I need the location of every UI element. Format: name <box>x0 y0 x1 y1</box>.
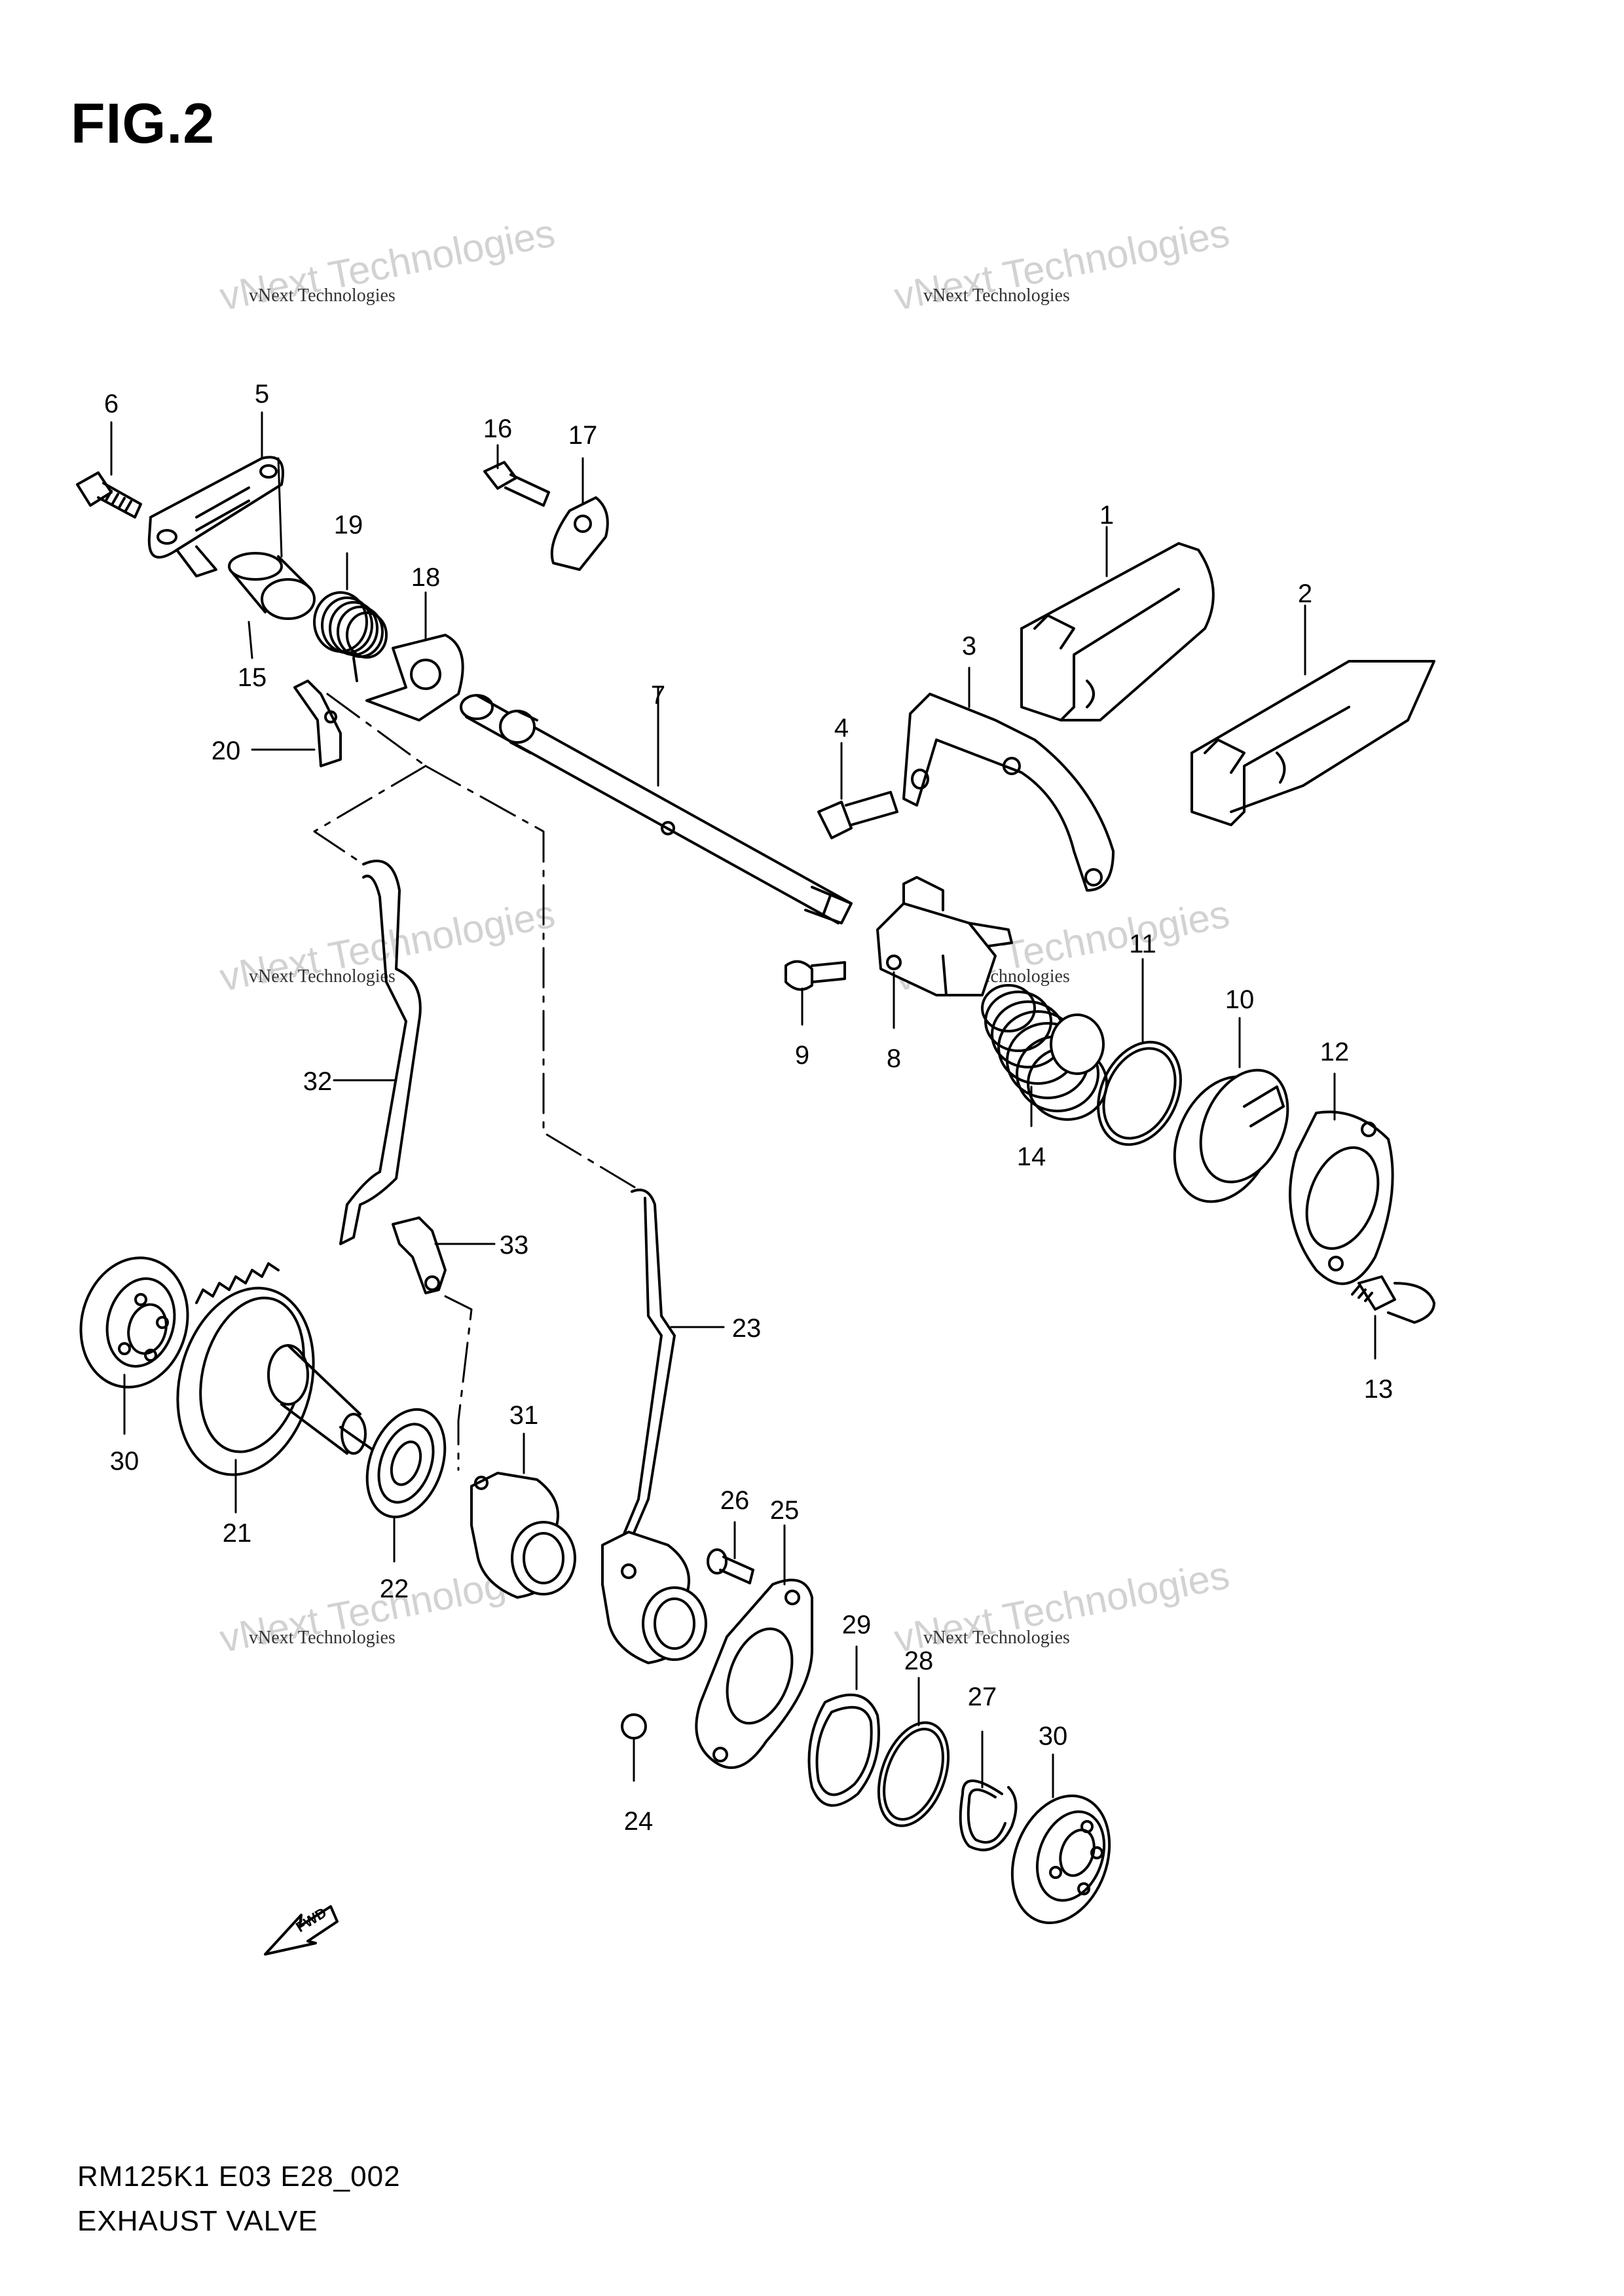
callout-3: 3 <box>962 632 976 661</box>
part-17-washer <box>550 496 609 571</box>
callout-1: 1 <box>1099 501 1114 530</box>
part-18-plate <box>365 634 464 721</box>
callout-10: 10 <box>1225 985 1255 1014</box>
part-24-ball <box>621 1713 647 1740</box>
part-32-rod <box>339 860 422 1245</box>
part-29-washer <box>807 1693 880 1807</box>
callout-7: 7 <box>651 681 665 710</box>
callout-32: 32 <box>303 1067 333 1096</box>
callout-24: 24 <box>624 1807 654 1836</box>
callout-29: 29 <box>842 1611 872 1639</box>
part-20-clip <box>293 680 342 767</box>
callout-12: 12 <box>1320 1038 1350 1066</box>
part-19-spring <box>313 591 388 682</box>
part-12-gasket <box>1289 1110 1394 1285</box>
part-30-bearing-right <box>1010 1795 1111 1924</box>
callout-30-right: 30 <box>1039 1722 1068 1751</box>
part-1-cable <box>1020 542 1215 721</box>
callout-11: 11 <box>1129 930 1156 958</box>
callout-2: 2 <box>1298 579 1312 608</box>
callout-16: 16 <box>483 414 513 443</box>
part-33-clip <box>392 1216 447 1294</box>
callout-28: 28 <box>904 1647 934 1675</box>
callout-23: 23 <box>732 1314 762 1343</box>
part-7-shaft <box>460 694 853 924</box>
part-9-bolt <box>784 960 846 991</box>
callout-25: 25 <box>770 1496 800 1525</box>
callout-19: 19 <box>334 511 363 539</box>
leader-lines <box>110 411 1376 1798</box>
callout-21: 21 <box>223 1519 252 1548</box>
part-13-bolt <box>1351 1275 1435 1324</box>
part-25-gasket <box>695 1578 813 1769</box>
part-8-lever <box>876 876 1013 996</box>
callout-4: 4 <box>834 714 849 742</box>
callout-26: 26 <box>720 1486 750 1515</box>
part-27-circlip <box>959 1779 1018 1851</box>
callout-8: 8 <box>887 1044 901 1073</box>
callout-14: 14 <box>1017 1142 1046 1171</box>
callout-5: 5 <box>255 380 269 409</box>
callout-15: 15 <box>238 663 267 692</box>
callout-numbers: 1 2 3 4 5 6 7 8 9 10 11 12 13 14 15 16 1… <box>104 380 1393 1836</box>
callout-18: 18 <box>411 563 441 592</box>
fwd-arrow: FWD <box>264 1904 339 1956</box>
centerlines <box>313 693 643 1471</box>
callout-6: 6 <box>104 390 119 418</box>
part-23-rod <box>621 1188 676 1559</box>
part-5-bracket <box>147 456 284 577</box>
callout-27: 27 <box>968 1683 997 1711</box>
callout-22: 22 <box>380 1575 409 1603</box>
callout-30-left: 30 <box>110 1447 139 1476</box>
callout-9: 9 <box>795 1041 809 1070</box>
part-6-bolt <box>76 471 142 519</box>
part-3-bracket <box>902 693 1115 892</box>
part-4-bolt <box>817 791 898 839</box>
part-2-cable <box>1190 660 1435 826</box>
model-code: RM125K1 E03 E28_002 <box>77 2160 401 2193</box>
part-26-screw <box>707 1548 754 1584</box>
callout-33: 33 <box>500 1231 529 1260</box>
part-10-cap <box>1173 1068 1289 1203</box>
callout-20: 20 <box>212 737 241 765</box>
part-14-spring <box>981 984 1108 1121</box>
part-21-gear <box>176 1262 375 1476</box>
part-11-oring <box>1097 1040 1182 1146</box>
assembly-name: EXHAUST VALVE <box>77 2205 318 2237</box>
part-16-bolt <box>483 461 550 507</box>
part-30-bearing-left <box>79 1256 189 1389</box>
part-15-collar <box>228 552 316 620</box>
callout-31: 31 <box>509 1401 539 1430</box>
callout-17: 17 <box>568 421 598 450</box>
figure-title: FIG.2 <box>71 92 215 155</box>
callout-13: 13 <box>1364 1375 1393 1404</box>
part-22-seal <box>365 1408 447 1519</box>
part-31-guide <box>470 1472 576 1599</box>
part-28-ring <box>877 1721 950 1827</box>
part-23-guide <box>601 1531 707 1664</box>
